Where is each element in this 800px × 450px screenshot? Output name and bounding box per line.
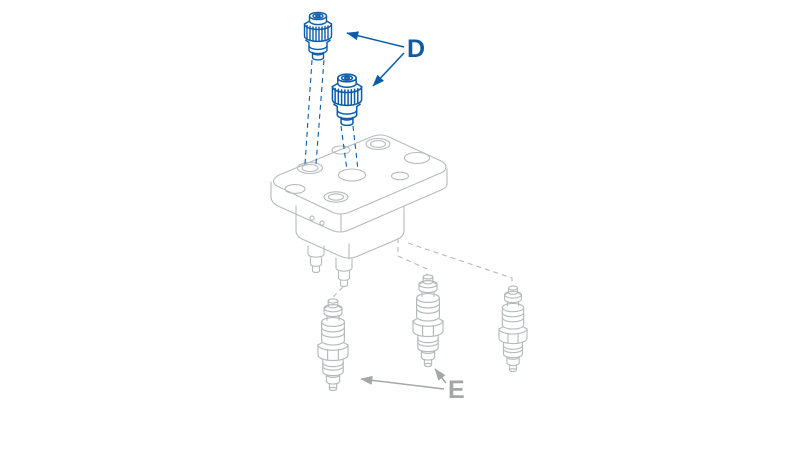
manifold-hole: [284, 184, 306, 194]
cartridge-valve-left: [317, 298, 349, 392]
manifold-hole: [403, 151, 431, 165]
cartridge-valve-right: [498, 285, 528, 373]
coupling-plug-lower: [331, 73, 363, 127]
alignment-guides-gray: [333, 238, 513, 299]
manifold-hole: [331, 145, 351, 155]
alignment-guides-blue: [304, 59, 359, 171]
label-d: D: [407, 35, 425, 63]
manifold-hole: [390, 171, 410, 181]
manifold-block: [270, 134, 448, 288]
callout-d: D: [346, 31, 425, 87]
manifold-hole: [365, 137, 391, 151]
callout-d-arrow-lower: [372, 52, 405, 87]
manifold-hole: [296, 161, 324, 175]
callout-e-arrow-left: [360, 375, 445, 390]
manifold-bottom-port: [307, 245, 325, 274]
cartridge-valve-middle: [412, 274, 444, 368]
callout-d-arrow-top: [346, 31, 405, 48]
coupling-plug-top: [303, 11, 333, 61]
callout-e: E: [360, 368, 465, 404]
manifold-bottom-port: [335, 257, 353, 288]
manifold-hole: [337, 168, 367, 182]
label-e: E: [448, 376, 465, 404]
callout-e-arrow-middle: [434, 368, 447, 384]
manifold-hole: [323, 191, 349, 203]
